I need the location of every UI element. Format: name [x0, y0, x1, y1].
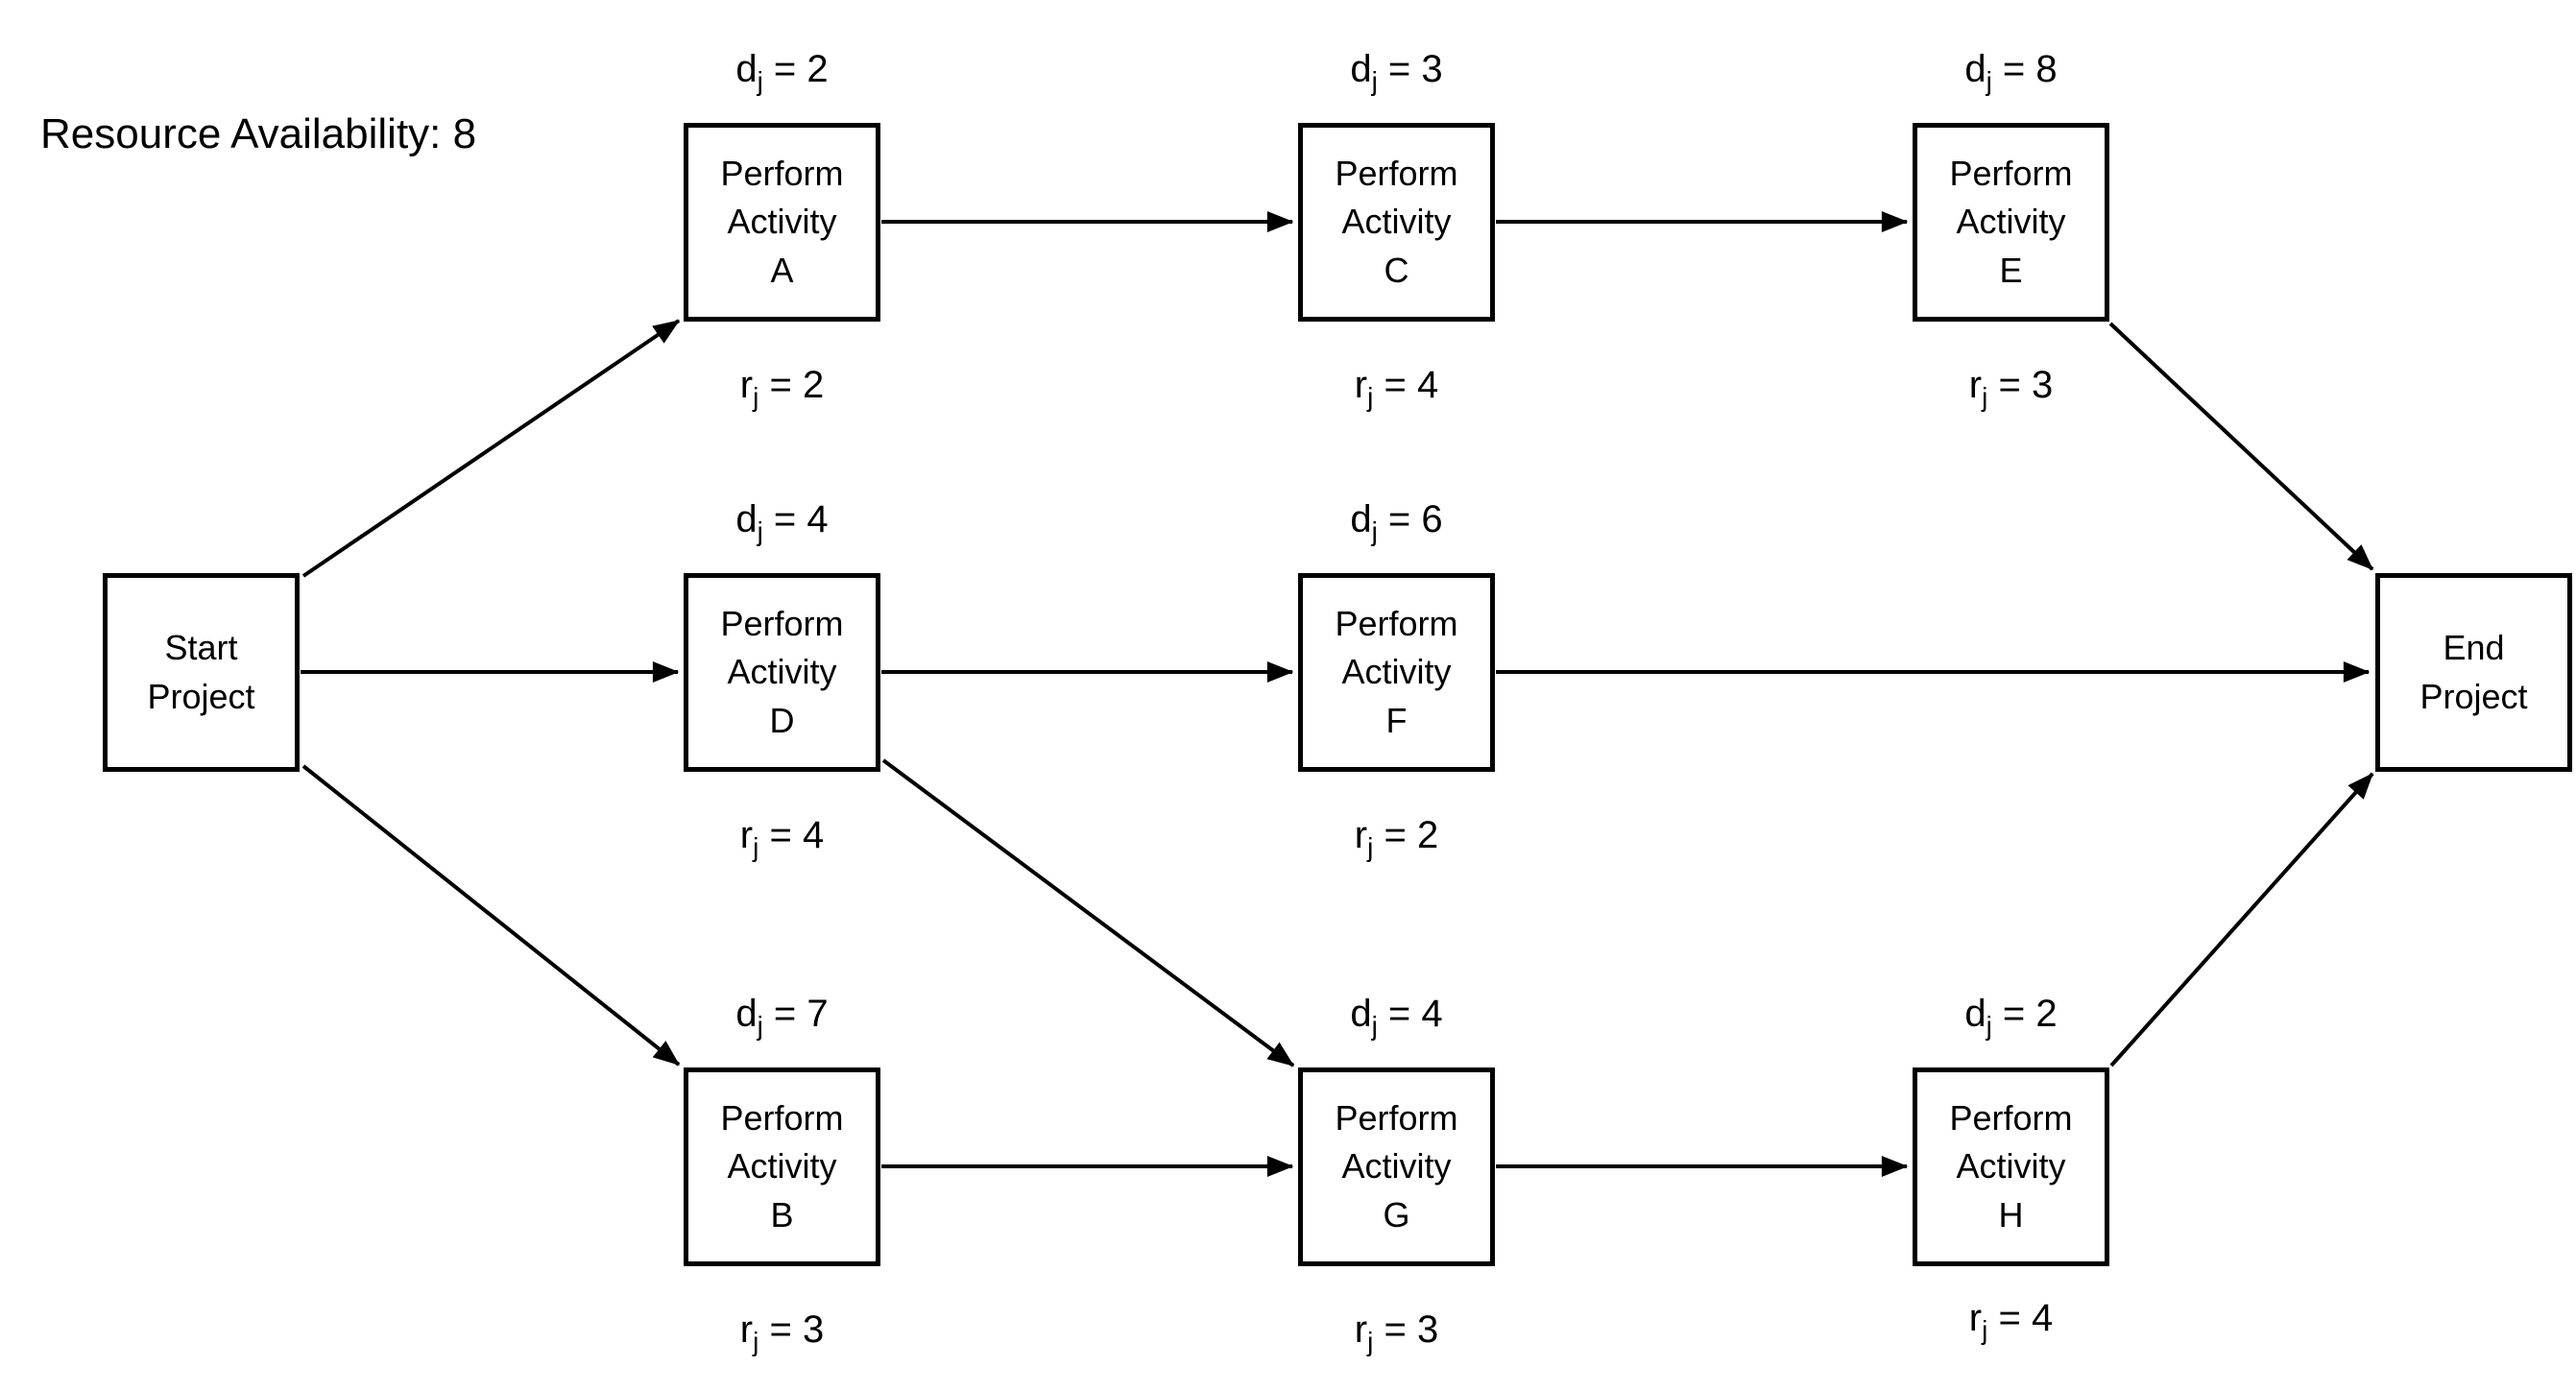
duration-value: = 2: [762, 48, 829, 90]
duration-value: = 2: [1991, 993, 2058, 1035]
resource-value: = 2: [1373, 814, 1439, 856]
node-activity-g: Perform Activity G: [1298, 1067, 1495, 1266]
duration-subscript: j: [1371, 1011, 1378, 1041]
resource-value: = 4: [1987, 1297, 2054, 1339]
duration-symbol: d: [1350, 498, 1372, 540]
node-start-project-label: Start Project: [147, 628, 255, 716]
resource-label-activity-a: rj = 2: [684, 362, 880, 412]
resource-symbol: r: [1354, 1308, 1368, 1351]
duration-label-activity-h: dj = 2: [1913, 991, 2109, 1041]
resource-label-activity-h: rj = 4: [1913, 1295, 2109, 1345]
duration-label-activity-b: dj = 7: [684, 991, 880, 1041]
duration-subscript: j: [1371, 516, 1378, 546]
duration-symbol: d: [1964, 993, 1986, 1035]
resource-subscript: j: [1367, 382, 1374, 412]
edge-start-to-A: [301, 319, 681, 578]
resource-label-activity-c: rj = 4: [1298, 362, 1495, 412]
node-activity-d: Perform Activity D: [684, 573, 880, 772]
duration-label-activity-a: dj = 2: [684, 46, 880, 96]
duration-label-activity-c: dj = 3: [1298, 46, 1495, 96]
duration-value: = 7: [762, 993, 829, 1035]
node-activity-b: Perform Activity B: [684, 1067, 880, 1266]
node-activity-g-label: Perform Activity G: [1335, 1097, 1458, 1235]
duration-subscript: j: [1986, 1011, 1992, 1041]
duration-symbol: d: [1964, 48, 1986, 90]
duration-subscript: j: [757, 66, 763, 96]
resource-symbol: r: [1354, 364, 1368, 406]
edge-H-to-end: [2109, 772, 2374, 1067]
node-activity-f: Perform Activity F: [1298, 573, 1495, 772]
duration-symbol: d: [1350, 993, 1372, 1035]
resource-label-activity-f: rj = 2: [1298, 812, 1495, 862]
resource-subscript: j: [1367, 832, 1374, 862]
node-end-project-label: End Project: [2420, 628, 2528, 716]
node-activity-h: Perform Activity H: [1913, 1067, 2109, 1266]
duration-value: = 4: [1377, 993, 1443, 1035]
resource-symbol: r: [739, 1308, 754, 1351]
node-activity-c-label: Perform Activity C: [1335, 153, 1458, 290]
resource-subscript: j: [753, 382, 759, 412]
resource-value: = 3: [1373, 1308, 1439, 1351]
duration-value: = 8: [1991, 48, 2058, 90]
resource-label-activity-b: rj = 3: [684, 1307, 880, 1356]
resource-value: = 4: [1373, 364, 1439, 406]
resource-value: = 4: [758, 814, 825, 856]
duration-subscript: j: [1986, 66, 1992, 96]
resource-symbol: r: [739, 814, 754, 856]
node-activity-e: Perform Activity E: [1913, 123, 2109, 322]
duration-value: = 4: [762, 498, 829, 540]
duration-symbol: d: [735, 498, 758, 540]
node-end-project: End Project: [2375, 573, 2572, 772]
duration-subscript: j: [757, 516, 763, 546]
duration-label-activity-e: dj = 8: [1913, 46, 2109, 96]
node-activity-h-label: Perform Activity H: [1949, 1097, 2073, 1235]
resource-subscript: j: [1367, 1327, 1374, 1356]
duration-symbol: d: [735, 48, 758, 90]
resource-symbol: r: [739, 364, 754, 406]
node-activity-b-label: Perform Activity B: [720, 1097, 844, 1235]
duration-subscript: j: [1371, 66, 1378, 96]
resource-subscript: j: [753, 832, 759, 862]
duration-symbol: d: [1350, 48, 1372, 90]
resource-label-activity-e: rj = 3: [1913, 362, 2109, 412]
resource-subscript: j: [753, 1327, 759, 1356]
duration-value: = 6: [1377, 498, 1443, 540]
resource-label-activity-g: rj = 3: [1298, 1307, 1495, 1356]
resource-subscript: j: [1982, 382, 1988, 412]
node-activity-f-label: Perform Activity F: [1335, 603, 1458, 740]
resource-value: = 2: [758, 364, 825, 406]
edge-D-to-G: [881, 758, 1295, 1067]
duration-label-activity-g: dj = 4: [1298, 991, 1495, 1041]
resource-availability-label: Resource Availability: 8: [40, 110, 477, 157]
resource-symbol: r: [1968, 364, 1983, 406]
node-activity-a: Perform Activity A: [684, 123, 880, 322]
duration-label-activity-d: dj = 4: [684, 496, 880, 546]
edge-start-to-B: [301, 764, 681, 1067]
node-activity-d-label: Perform Activity D: [720, 603, 844, 740]
node-activity-e-label: Perform Activity E: [1949, 153, 2073, 290]
duration-label-activity-f: dj = 6: [1298, 496, 1495, 546]
duration-symbol: d: [735, 993, 758, 1035]
resource-value: = 3: [1987, 364, 2054, 406]
node-activity-c: Perform Activity C: [1298, 123, 1495, 322]
duration-value: = 3: [1377, 48, 1443, 90]
resource-value: = 3: [758, 1308, 825, 1351]
resource-label-activity-d: rj = 4: [684, 812, 880, 862]
resource-symbol: r: [1354, 814, 1368, 856]
resource-symbol: r: [1968, 1297, 1983, 1339]
duration-subscript: j: [757, 1011, 763, 1041]
resource-subscript: j: [1982, 1315, 1988, 1345]
node-activity-a-label: Perform Activity A: [720, 153, 844, 290]
edge-E-to-end: [2108, 322, 2374, 571]
node-start-project: Start Project: [103, 573, 300, 772]
